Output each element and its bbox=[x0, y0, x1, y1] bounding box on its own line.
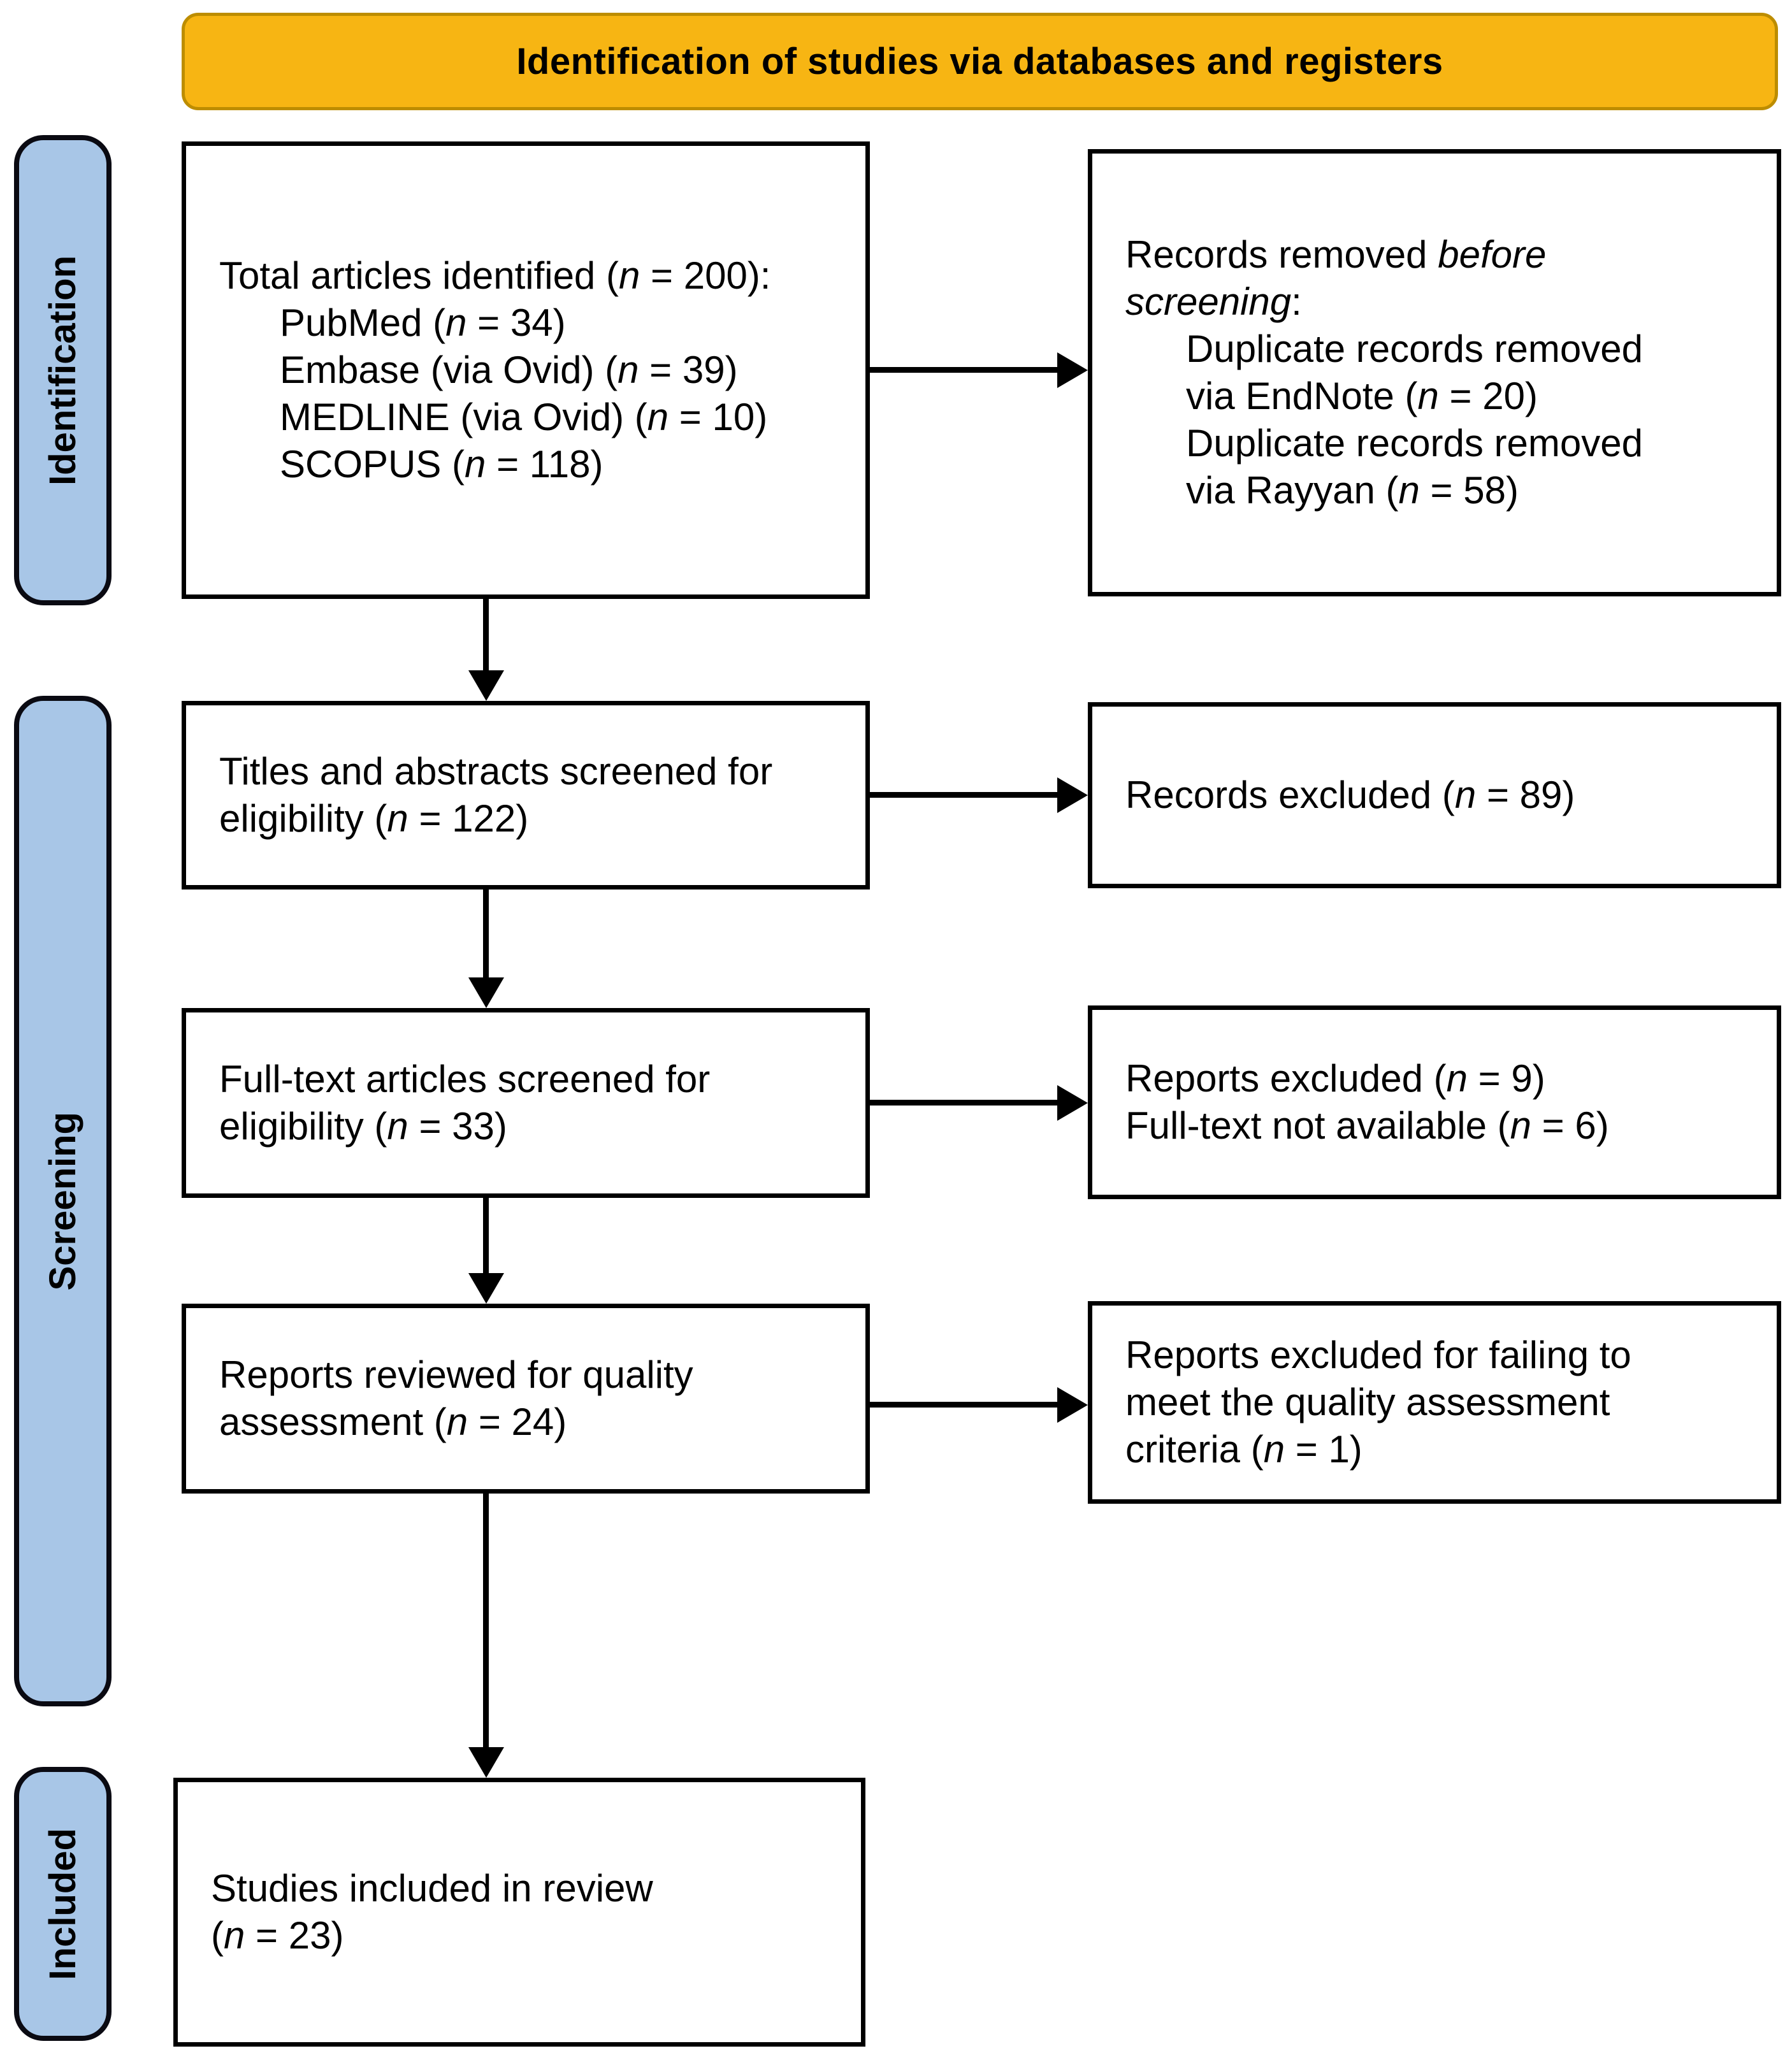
box-records-excluded-text: Records excluded (n = 89) bbox=[1125, 774, 1575, 816]
stage-screening-label: Screening bbox=[42, 1111, 83, 1291]
arrow-titles-to-fulltext bbox=[483, 890, 489, 977]
arrow-quality-to-quality-excluded bbox=[870, 1402, 1057, 1408]
stage-included: Included bbox=[14, 1767, 112, 2041]
banner: Identification of studies via databases … bbox=[182, 13, 1778, 110]
box-studies-included: Studies included in review(n = 23) bbox=[173, 1778, 865, 2047]
arrow-quality-to-included bbox=[483, 1494, 489, 1747]
box-reports-excluded: Reports excluded (n = 9)Full-text not av… bbox=[1088, 1005, 1781, 1199]
arrow-titles-to-records-excluded bbox=[870, 792, 1057, 798]
box-reports-excluded-text: Reports excluded (n = 9)Full-text not av… bbox=[1125, 1057, 1609, 1147]
stage-screening: Screening bbox=[14, 696, 112, 1706]
box-studies-included-text: Studies included in review(n = 23) bbox=[211, 1867, 653, 1957]
banner-title: Identification of studies via databases … bbox=[516, 41, 1443, 82]
arrow-fulltext-to-reports-excluded bbox=[870, 1100, 1057, 1106]
stage-included-label: Included bbox=[42, 1827, 83, 1980]
arrow-fulltext-to-quality bbox=[483, 1198, 489, 1273]
box-total-identified-text: Total articles identified (n = 200):PubM… bbox=[219, 254, 771, 486]
box-records-excluded: Records excluded (n = 89) bbox=[1088, 702, 1781, 888]
box-total-identified: Total articles identified (n = 200):PubM… bbox=[182, 141, 870, 599]
arrow-identified-to-records-removed bbox=[870, 367, 1057, 373]
stage-identification-label: Identification bbox=[42, 255, 83, 486]
arrow-identified-to-titles bbox=[483, 599, 489, 670]
stage-identification: Identification bbox=[14, 135, 112, 605]
